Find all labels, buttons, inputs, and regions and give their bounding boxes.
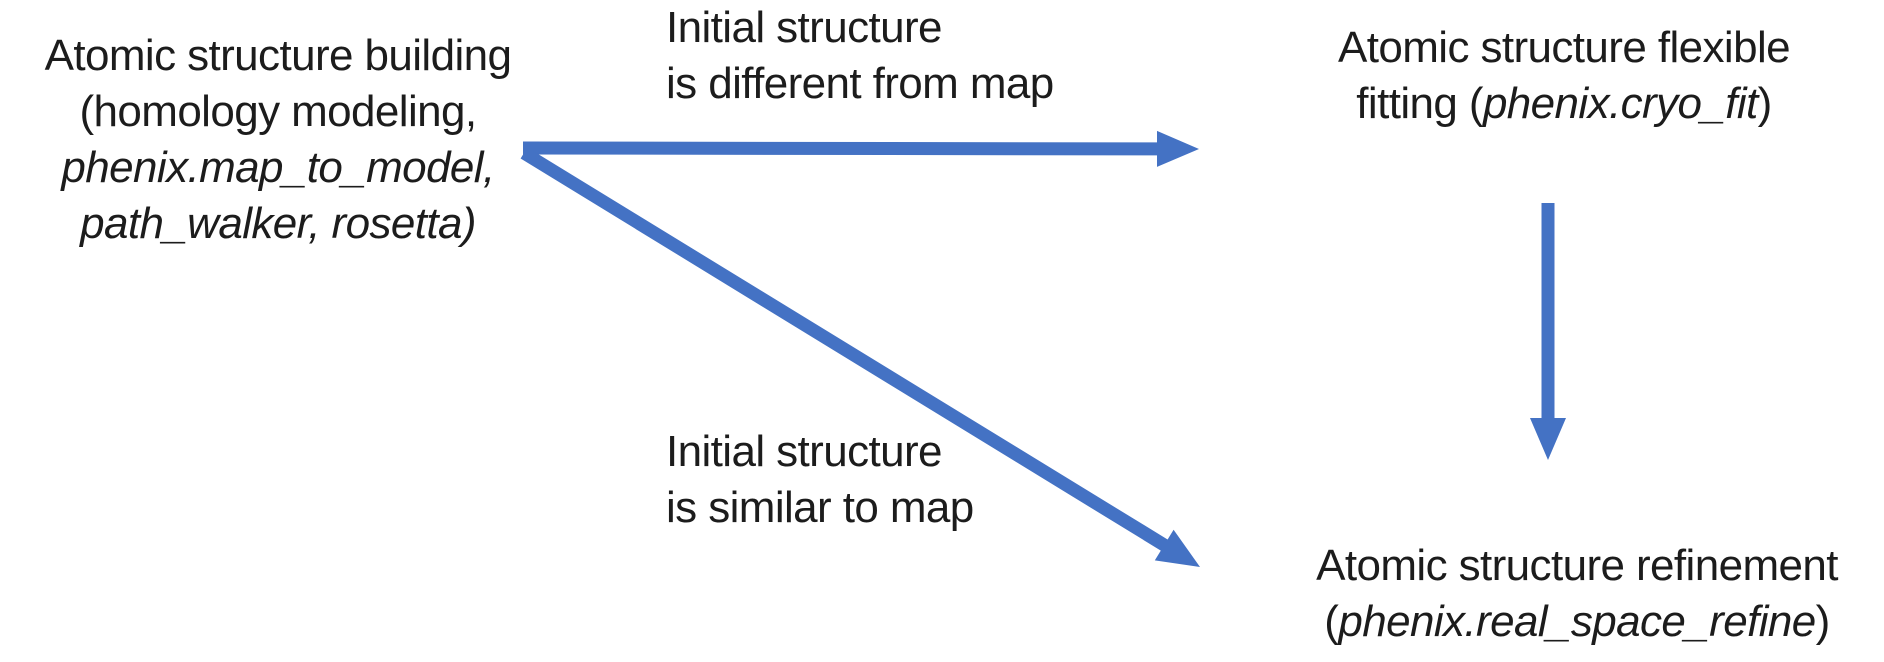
node-flexible-fitting-line2-prefix: fitting ( (1356, 79, 1483, 128)
edge-label-different-from-map: Initial structure is different from map (666, 0, 1054, 112)
node-flexible-fitting-line1: Atomic structure flexible (1337, 23, 1791, 72)
edge-label-similar-line1: Initial structure (666, 427, 943, 476)
node-flexible-fitting-program: phenix.cryo_fit (1482, 79, 1758, 128)
node-structure-building-line1: Atomic structure building (44, 31, 512, 80)
node-structure-refinement-line2-suffix: ) (1815, 597, 1831, 646)
node-flexible-fitting-line2: fitting (phenix.cryo_fit) (1294, 76, 1834, 132)
node-structure-building-line2: (homology modeling, (79, 87, 477, 136)
edge-label-different-line2: is different from map (666, 59, 1054, 108)
node-structure-refinement-line2-prefix: ( (1324, 597, 1339, 646)
node-structure-building-line4: path_walker, rosetta) (80, 199, 476, 248)
edge-label-different-line1: Initial structure (666, 3, 943, 52)
node-structure-refinement: Atomic structure refinement (phenix.real… (1270, 538, 1884, 650)
node-structure-refinement-line2: (phenix.real_space_refine) (1270, 594, 1884, 650)
node-structure-building: Atomic structure building (homology mode… (8, 28, 548, 252)
edge-label-similar-to-map: Initial structure is similar to map (666, 424, 974, 536)
arrow-building-to-refinement (520, 147, 1200, 567)
node-flexible-fitting: Atomic structure flexible fitting (pheni… (1294, 20, 1834, 132)
arrow-fitting-to-refinement (1530, 203, 1566, 460)
node-flexible-fitting-line2-suffix: ) (1757, 79, 1773, 128)
node-structure-refinement-line1: Atomic structure refinement (1316, 541, 1838, 590)
edge-label-similar-line2: is similar to map (666, 483, 974, 532)
node-structure-building-line3: phenix.map_to_model, (61, 143, 495, 192)
arrow-building-to-fitting (523, 130, 1199, 167)
node-structure-refinement-program: phenix.real_space_refine (1338, 597, 1816, 646)
